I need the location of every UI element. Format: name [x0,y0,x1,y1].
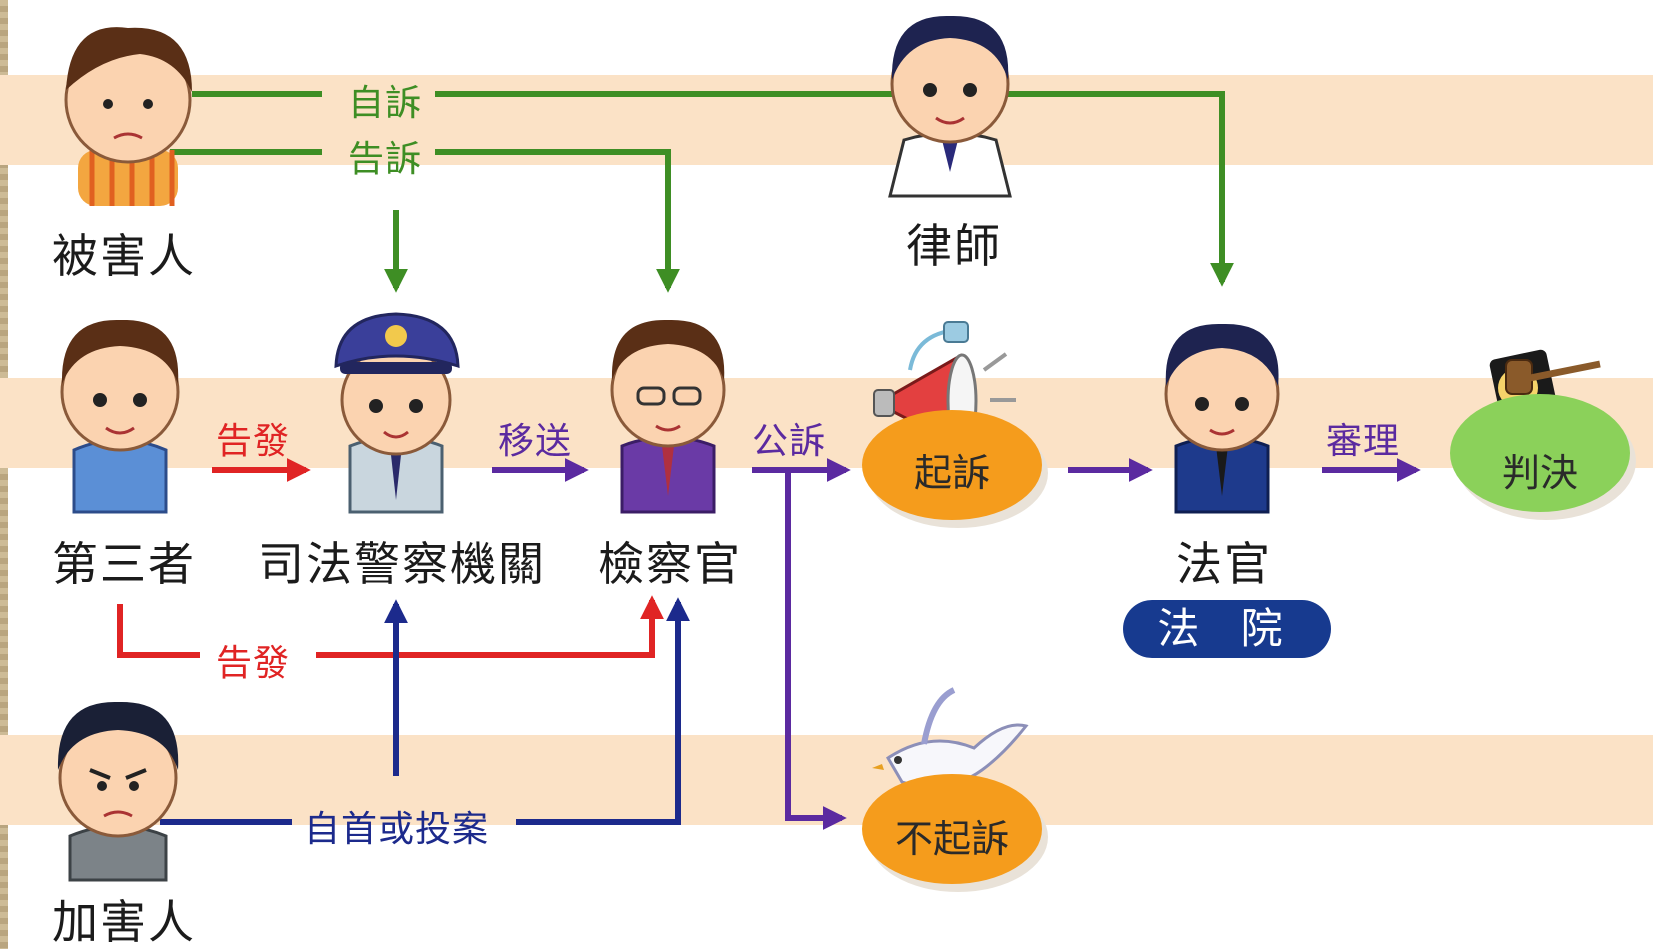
judge-label: 法官 [1176,537,1272,591]
victim-avatar [64,27,192,206]
prosecutor-avatar [610,319,726,514]
non-prosecution-disc: 不起訴 [862,774,1042,884]
edge-non-prosecution-line [785,470,847,830]
surrender-label: 自首或投案 [304,809,490,850]
trial-label: 審理 [1326,421,1401,462]
report-bottom-label: 告發 [216,643,291,684]
lawyer-label: 律師 [906,219,1002,273]
indictment-disc: 起訴 [862,410,1042,520]
page-edge-strip [0,0,8,949]
edge-private-prosecution-line [192,91,1222,282]
dove-icon [872,687,1029,789]
third-party-label: 第三者 [52,537,196,591]
third-party-avatar [60,319,180,514]
non-prosecution-label: 不起訴 [894,817,1009,861]
private-prosecution-label: 自訴 [348,83,423,124]
edge-complaint-line [170,149,668,288]
judgment-disc: 判決 [1450,394,1630,512]
band-middle [0,378,1653,468]
lawyer-avatar [888,15,1012,198]
complaint-label: 告訴 [348,139,423,180]
indictment-label: 起訴 [913,451,990,495]
transfer-label: 移送 [498,421,573,462]
public-prosecution-label: 公訴 [752,421,827,462]
judge-avatar [1164,323,1280,514]
judgment-label: 判決 [1501,451,1578,495]
police-avatar [334,312,460,514]
edge-surrender-line [160,602,678,825]
report-top-label: 告發 [216,421,291,462]
court-badge: 法 院 [1123,600,1331,658]
prosecutor-label: 檢察官 [598,537,742,591]
victim-label: 被害人 [52,229,196,283]
offender-avatar [57,701,179,882]
edge-report-bottom-line [117,600,652,658]
police-label: 司法警察機關 [258,537,546,591]
offender-label: 加害人 [52,895,196,949]
